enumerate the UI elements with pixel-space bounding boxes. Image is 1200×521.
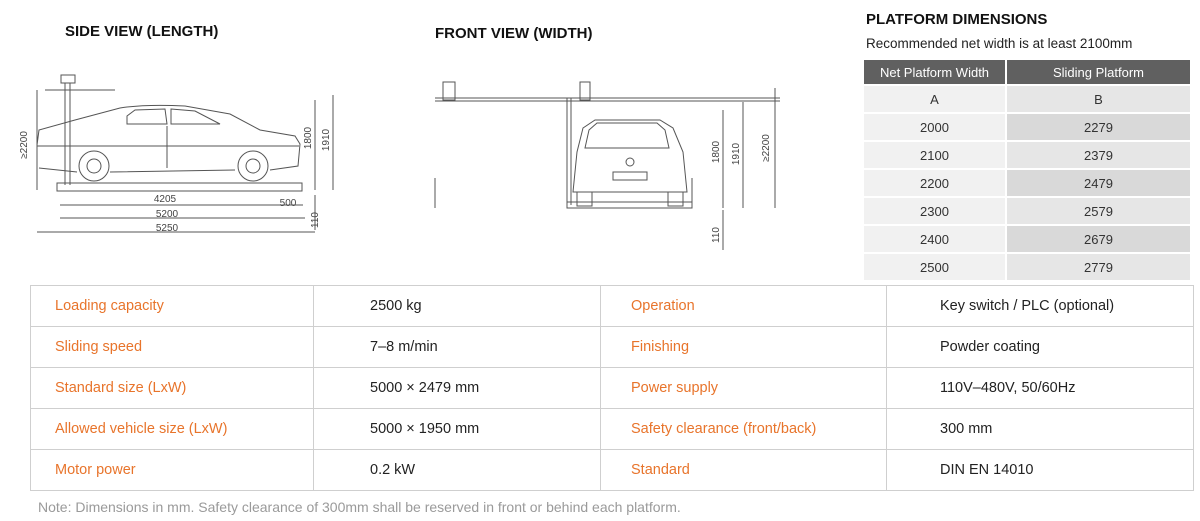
- dim-length-4205: 4205: [154, 194, 177, 205]
- car-windshield: [584, 122, 670, 149]
- spec-value: Key switch / PLC (optional): [886, 285, 1194, 327]
- car-wheel-right: [667, 191, 684, 207]
- spec-label: Power supply: [600, 367, 887, 409]
- cell-b: 2779: [1006, 252, 1190, 280]
- header-net-platform-width: Net Platform Width: [864, 60, 1006, 85]
- post-head: [60, 74, 76, 84]
- dim-height-1910: 1910: [321, 128, 332, 151]
- cell-b: 2279: [1006, 112, 1190, 141]
- sliding-platform: [56, 182, 303, 192]
- cell-b: B: [1006, 84, 1190, 113]
- spec-value: 110V–480V, 50/60Hz: [886, 367, 1194, 409]
- header-sliding-platform: Sliding Platform: [1005, 60, 1190, 85]
- car-window-rear: [126, 108, 168, 125]
- cell-a: 2400: [864, 224, 1007, 253]
- spec-value: 5000 × 1950 mm: [313, 408, 601, 450]
- front-view-drawing: 1800 1910 ≥2200 110: [434, 81, 780, 250]
- platform-recommendation-note: Recommended net width is at least 2100mm: [866, 36, 1133, 51]
- spec-label: Finishing: [600, 326, 887, 368]
- spec-label: Motor power: [30, 449, 314, 491]
- dim-length-5250: 5250: [156, 223, 179, 234]
- spec-row: Allowed vehicle size (LxW) 5000 × 1950 m…: [30, 408, 1194, 450]
- car-plate: [612, 171, 648, 181]
- cell-a: 2200: [864, 168, 1007, 197]
- spec-label: Sliding speed: [30, 326, 314, 368]
- spec-value: 5000 × 2479 mm: [313, 367, 601, 409]
- specifications-table: Loading capacity 2500 kg Operation Key s…: [30, 285, 1194, 491]
- spec-value: 2500 kg: [313, 285, 601, 327]
- platform-dimensions-title: PLATFORM DIMENSIONS: [866, 11, 1048, 28]
- spec-value: 300 mm: [886, 408, 1194, 450]
- side-view-title: SIDE VIEW (LENGTH): [65, 23, 219, 40]
- cell-a: A: [864, 84, 1007, 113]
- front-post-left: [442, 81, 456, 101]
- cell-b: 2479: [1006, 168, 1190, 197]
- dim-length-500: 500: [280, 198, 297, 209]
- car-body: [36, 104, 301, 173]
- cell-a: 2300: [864, 196, 1007, 225]
- cell-a: 2000: [864, 112, 1007, 141]
- car-window-front: [170, 108, 221, 125]
- front-dim-110: 110: [711, 227, 722, 243]
- cell-b: 2679: [1006, 224, 1190, 253]
- spec-value: 7–8 m/min: [313, 326, 601, 368]
- footnote: Note: Dimensions in mm. Safety clearance…: [38, 499, 681, 515]
- car-wheel-front: [237, 150, 269, 182]
- spec-label: Loading capacity: [30, 285, 314, 327]
- car-wheel-left: [576, 191, 593, 207]
- cell-b: 2379: [1006, 140, 1190, 169]
- car-emblem: [625, 157, 635, 167]
- front-dim-2200: ≥2200: [761, 134, 772, 162]
- cell-b: 2579: [1006, 196, 1190, 225]
- spec-value: DIN EN 14010: [886, 449, 1194, 491]
- dim-length-5200: 5200: [156, 209, 179, 220]
- side-view-drawing: ≥2200 1800 1910 4205 500 5200 5250 110: [19, 74, 334, 234]
- spec-label: Allowed vehicle size (LxW): [30, 408, 314, 450]
- spec-row: Loading capacity 2500 kg Operation Key s…: [30, 285, 1194, 327]
- spec-row: Motor power 0.2 kW Standard DIN EN 14010: [30, 449, 1194, 491]
- front-platform: [566, 201, 693, 209]
- front-dim-1910: 1910: [731, 142, 742, 165]
- car-front-body: [572, 119, 688, 193]
- cell-a: 2500: [864, 252, 1007, 280]
- spec-label: Safety clearance (front/back): [600, 408, 887, 450]
- car-wheel-rear: [78, 150, 110, 182]
- dim-height-1800: 1800: [303, 126, 314, 149]
- dim-clearance-110: 110: [310, 212, 321, 228]
- front-dim-1800: 1800: [711, 140, 722, 163]
- spec-label: Standard size (LxW): [30, 367, 314, 409]
- spec-row: Standard size (LxW) 5000 × 2479 mm Power…: [30, 367, 1194, 409]
- front-view-title: FRONT VIEW (WIDTH): [435, 25, 593, 42]
- spec-row: Sliding speed 7–8 m/min Finishing Powder…: [30, 326, 1194, 368]
- spec-value: Powder coating: [886, 326, 1194, 368]
- spec-value: 0.2 kW: [313, 449, 601, 491]
- dim-height-total: ≥2200: [19, 131, 30, 159]
- spec-label: Operation: [600, 285, 887, 327]
- front-post-right: [579, 81, 591, 101]
- cell-a: 2100: [864, 140, 1007, 169]
- spec-label: Standard: [600, 449, 887, 491]
